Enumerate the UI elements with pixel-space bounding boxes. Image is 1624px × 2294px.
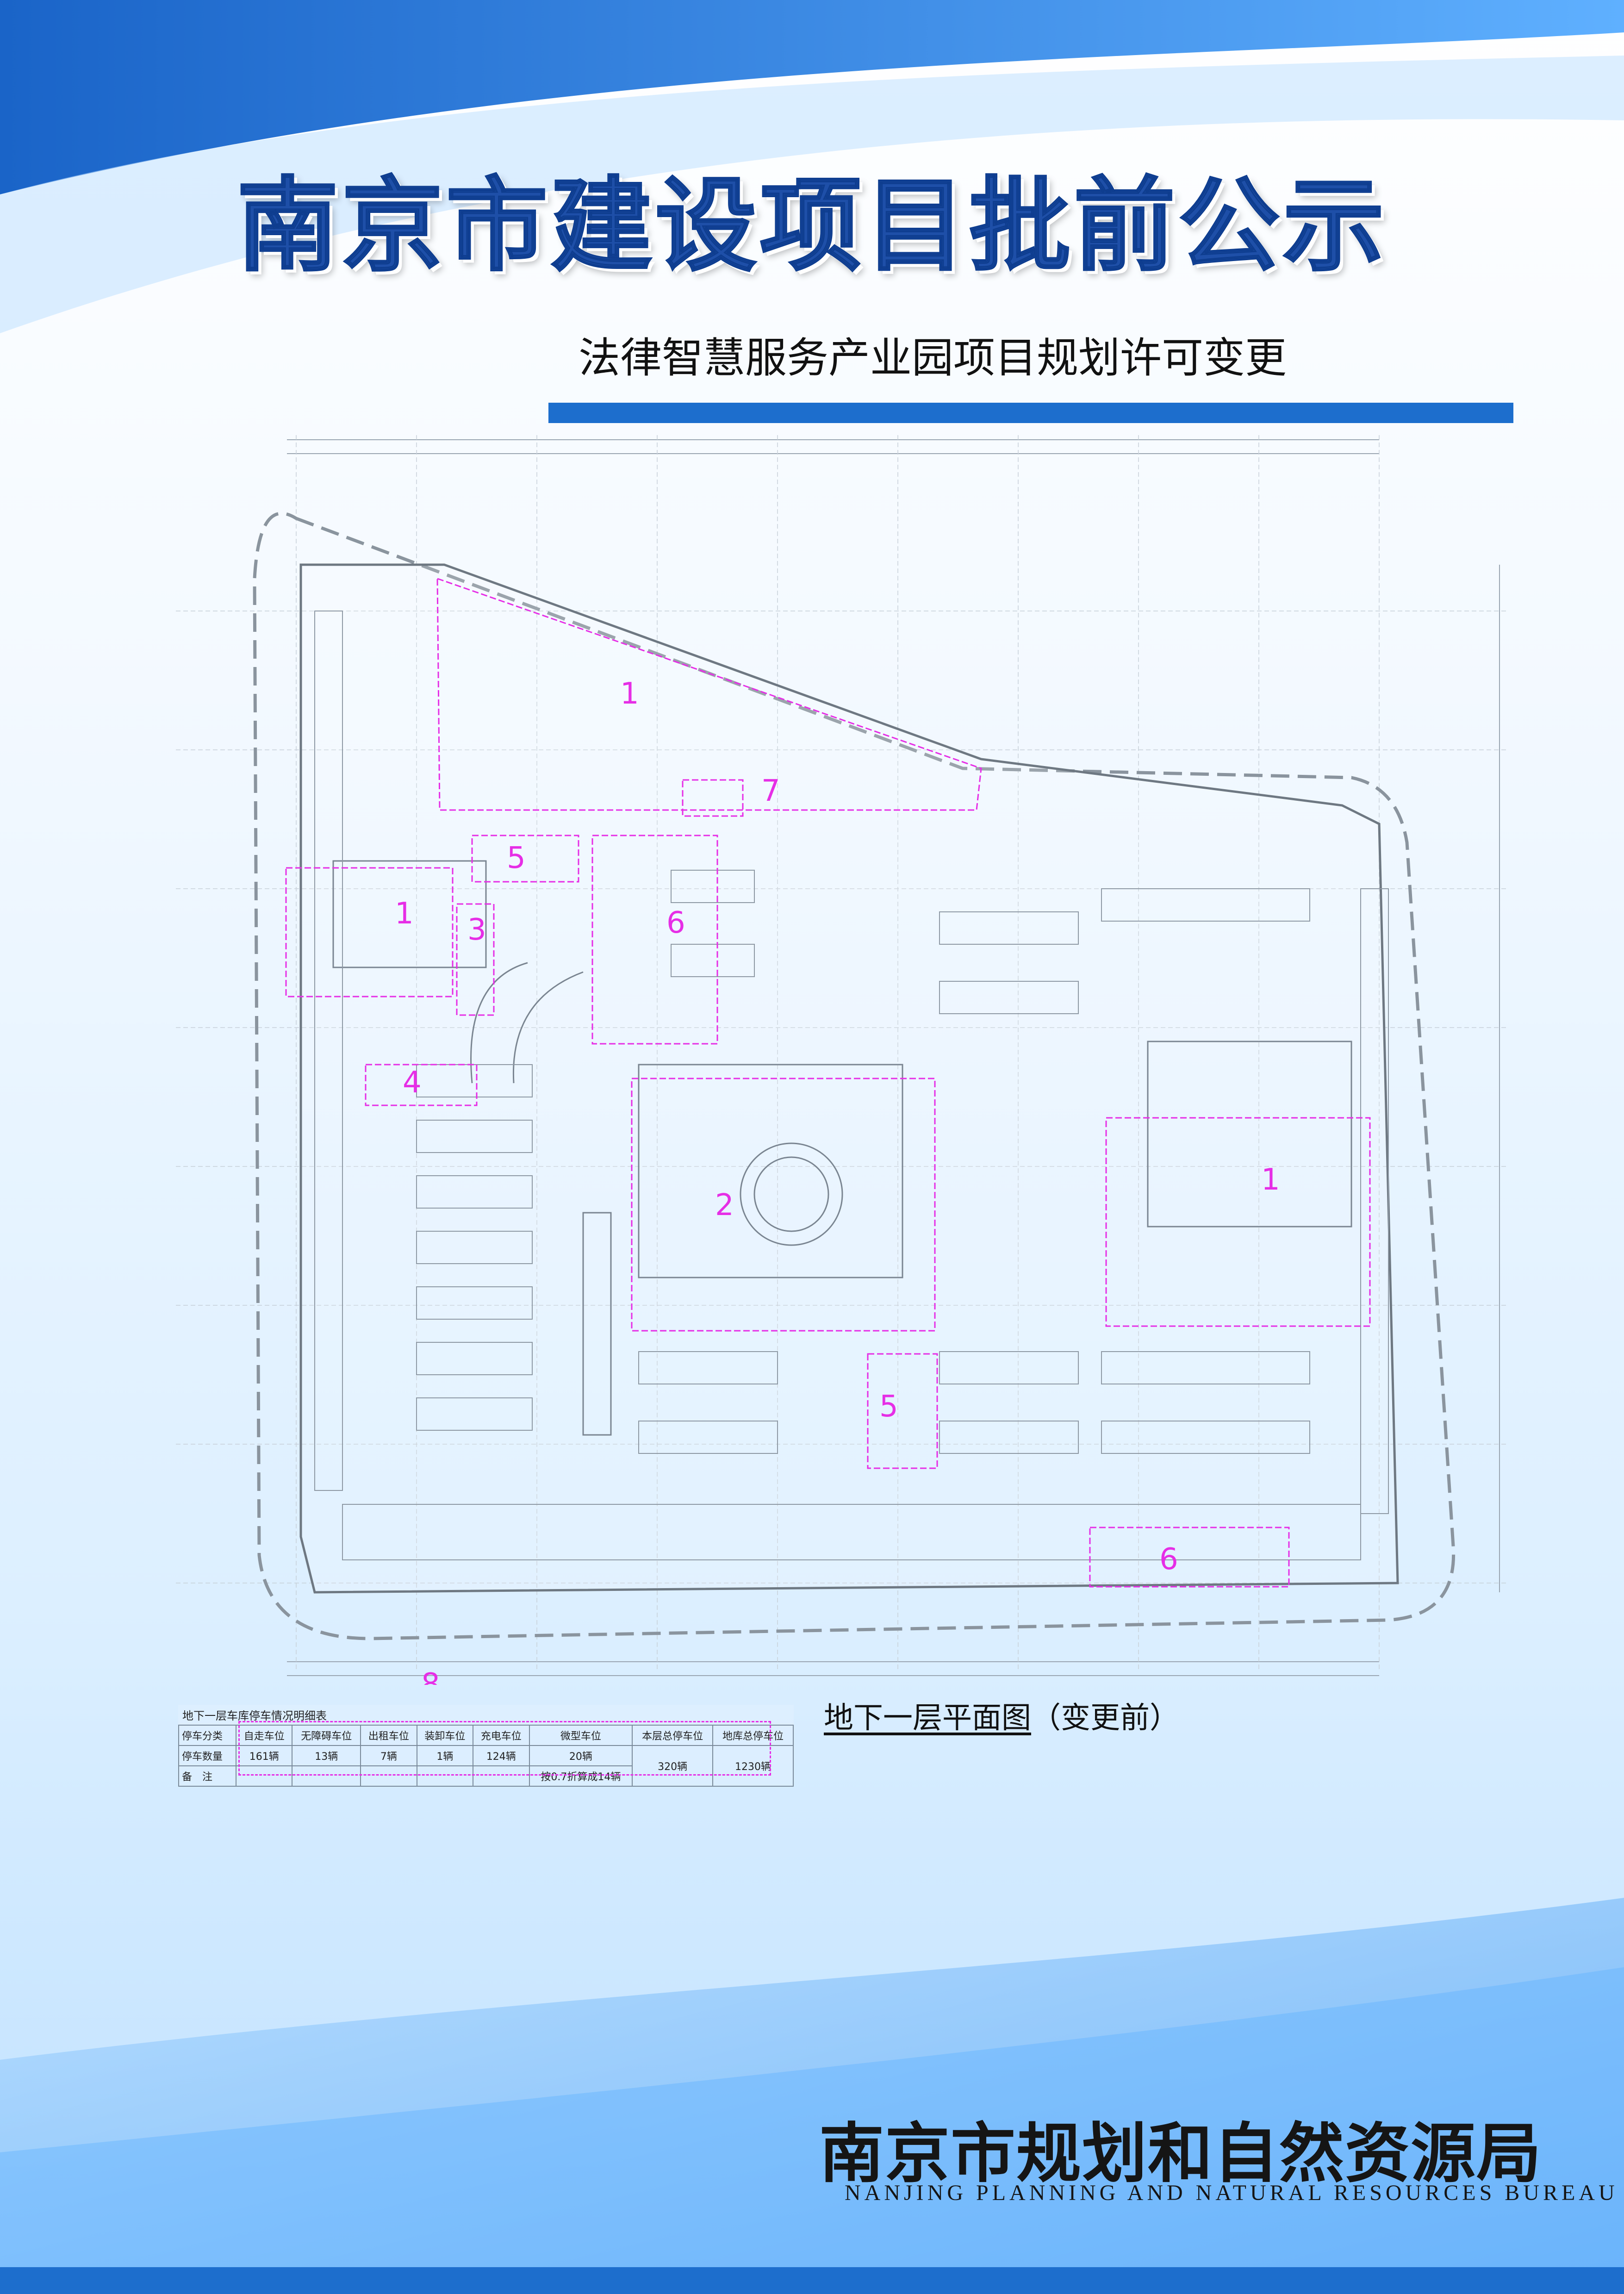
project-subtitle: 法律智慧服务产业园项目规划许可变更 xyxy=(579,334,1287,382)
zone-6-bottom xyxy=(1089,1527,1290,1588)
zone-label-4: 4 xyxy=(403,1066,422,1100)
table-cell: 无障碍车位 xyxy=(292,1725,361,1746)
zone-label-1b: 1 xyxy=(395,897,414,931)
agency-name-cn: 南京市规划和自然资源局 xyxy=(819,2116,1543,2192)
table-cell: 20辆 xyxy=(529,1745,633,1766)
row-header: 停车分类 xyxy=(178,1725,236,1746)
table-cell: 微型车位 xyxy=(529,1725,633,1746)
row-header: 备 注 xyxy=(178,1765,236,1787)
table-cell-note: 按0.7折算成14辆 xyxy=(529,1765,633,1787)
table-cell: 320辆 xyxy=(632,1745,714,1787)
zone-labels: 1 7 5 6 1 3 4 2 1 5 6 8 xyxy=(395,677,1280,1702)
zone-label-6: 6 xyxy=(666,906,685,940)
zone-7 xyxy=(682,779,744,817)
zone-5-bottom xyxy=(867,1353,938,1469)
table-cell: 本层总停车位 xyxy=(632,1725,714,1746)
table-cell: 124辆 xyxy=(473,1745,530,1766)
zone-1-left xyxy=(285,867,454,997)
floor-plan-drawing: 1 7 5 6 1 3 4 2 1 5 6 8 xyxy=(166,426,1518,1702)
table-cell: 161辆 xyxy=(235,1745,293,1766)
plan-caption-main: 地下一层平面图 xyxy=(824,1701,1031,1735)
zone-3 xyxy=(456,903,495,1016)
table-cell: 7辆 xyxy=(360,1745,417,1766)
zone-2 xyxy=(631,1078,936,1332)
bottom-bar xyxy=(0,2267,1624,2294)
subtitle-underline-bar xyxy=(548,403,1513,423)
parking-table-caption: 地下一层车库停车情况明细表 xyxy=(182,1709,327,1722)
zone-label-2: 2 xyxy=(715,1188,734,1222)
table-cell: 1230辆 xyxy=(712,1745,794,1787)
plan-caption: 地下一层平面图（变更前） xyxy=(824,1694,1179,1737)
table-cell: 装卸车位 xyxy=(416,1725,474,1746)
zone-label-1: 1 xyxy=(620,677,639,711)
table-cell: 13辆 xyxy=(292,1745,361,1766)
table-cell: 地库总停车位 xyxy=(712,1725,794,1746)
zone-label-6b: 6 xyxy=(1159,1542,1178,1577)
row-header: 停车数量 xyxy=(178,1745,236,1766)
parking-table: 地下一层车库停车情况明细表 停车分类 自走车位 无障碍车位 出租车位 装卸车位 … xyxy=(178,1705,794,1787)
zone-label-1c: 1 xyxy=(1261,1163,1280,1197)
floor-plan-svg: 1 7 5 6 1 3 4 2 1 5 6 8 xyxy=(166,435,1509,1702)
zone-4 xyxy=(365,1064,478,1106)
agency-name-en: NANJING PLANNING AND NATURAL RESOURCES B… xyxy=(845,2181,1618,2205)
zone-label-7: 7 xyxy=(761,774,780,808)
table-cell: 自走车位 xyxy=(235,1725,293,1746)
zone-label-8: 8 xyxy=(421,1667,440,1685)
table-row: 停车分类 自走车位 无障碍车位 出租车位 装卸车位 充电车位 微型车位 本层总停… xyxy=(178,1725,794,1746)
plan-caption-suffix: （变更前） xyxy=(1031,1701,1179,1735)
table-cell: 1辆 xyxy=(416,1745,474,1766)
table-cell: 出租车位 xyxy=(360,1725,417,1746)
zone-1-right xyxy=(1105,1117,1371,1327)
table-row: 备 注 按0.7折算成14辆 xyxy=(178,1765,793,1787)
zone-label-3: 3 xyxy=(467,913,486,947)
zone-label-5b: 5 xyxy=(879,1390,898,1424)
zone-5-top xyxy=(471,835,579,883)
table-row: 停车数量 161辆 13辆 7辆 1辆 124辆 20辆 320辆 1230辆 xyxy=(178,1745,794,1787)
table-cell: 充电车位 xyxy=(473,1725,530,1746)
page-title: 南京市建设项目批前公示 xyxy=(236,165,1388,286)
zone-label-5: 5 xyxy=(507,841,526,875)
zone-1-top xyxy=(436,577,982,811)
